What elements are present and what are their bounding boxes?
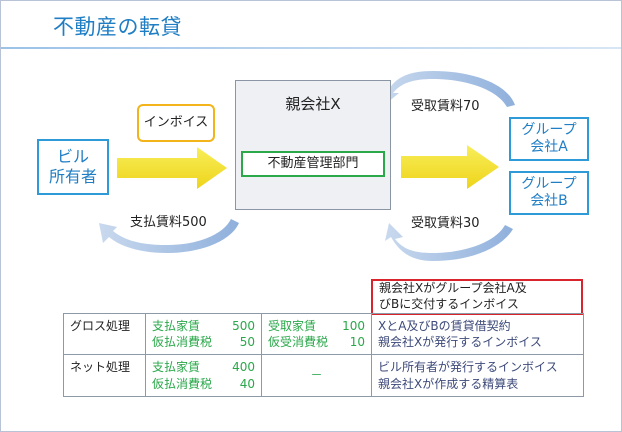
table-row: ネット処理 支払家賃 400 仮払消費税 40 － ビル所有者が発行するインボイ… [63,354,584,397]
arrow-parent-to-groups [401,145,499,189]
entry: 支払家賃 400 [152,359,255,375]
group-a-label-line1: グループ [521,121,577,138]
document-line: ビル所有者が発行するインボイス [378,360,558,375]
entry: 仮受消費税 10 [268,334,365,350]
entry-item: 支払家賃 [152,360,201,375]
building-owner-node: ビル 所有者 [37,139,109,195]
invoice-tag: インボイス [137,104,215,142]
document-line: 親会社Xが作成する精算表 [378,376,519,391]
entry-amount: 100 [342,319,365,333]
entry-item: 仮払消費税 [152,335,213,350]
table-row: グロス処理 支払家賃 500 仮払消費税 50 受取家賃 100 仮受消費税 [63,312,584,356]
page-title: 不動産の転貸 [53,15,182,39]
invoice-note-line1: 親会社Xがグループ会社A及 [379,281,527,296]
entry-amount: 40 [239,376,255,391]
row-label: グロス処理 [63,312,146,356]
invoice-note: 親会社Xがグループ会社A及 びBに交付するインボイス [371,279,583,315]
document-line: 親会社Xが発行するインボイス [378,335,542,350]
curved-arrow-rent-out [99,219,239,253]
document-line: XとA及びBの賃貸借契約 [378,319,511,333]
owner-label-line1: ビル [56,147,89,166]
supporting-documents: XとA及びBの賃貸借契約 親会社Xが発行するインボイス [371,312,584,356]
parent-company-label: 親会社X [285,95,341,113]
entry: 支払家賃 500 [152,318,255,334]
title-divider [1,47,621,49]
supporting-documents: ビル所有者が発行するインボイス 親会社Xが作成する精算表 [371,354,584,397]
entry-amount: 50 [239,335,255,350]
parent-company-node [235,80,391,210]
entry: 受取家賃 100 [268,318,365,334]
payment-entries: 支払家賃 500 仮払消費税 50 [145,312,262,356]
group-a-label-line2: 会社A [530,139,568,155]
entry-item: 受取家賃 [268,319,317,333]
accounting-table: グロス処理 支払家賃 500 仮払消費税 50 受取家賃 100 仮受消費税 [63,312,584,397]
group-company-b-node: グループ 会社B [509,171,589,215]
entry-item: 仮受消費税 [268,335,329,350]
entry-item: 支払家賃 [152,319,201,333]
curved-arrow-rent-in-b [385,223,513,261]
label-rent-in-a: 受取賃料70 [411,99,480,114]
group-b-label-line1: グループ [521,175,577,192]
property-management-dept: 不動産管理部門 [241,151,385,177]
invoice-note-line2: びBに交付するインボイス [379,297,519,311]
entry-amount: 10 [349,335,365,350]
entry-item: 仮払消費税 [152,376,213,391]
receipt-entries-empty: － [261,354,372,397]
receipt-entries: 受取家賃 100 仮受消費税 10 [261,312,372,356]
group-b-label-line2: 会社B [530,193,568,209]
curved-arrow-rent-in-a [381,71,515,107]
label-rent-out: 支払賃料500 [130,215,207,230]
entry: 仮払消費税 50 [152,334,255,350]
owner-label-line2: 所有者 [48,167,97,186]
entry-amount: 400 [232,360,255,375]
label-rent-in-b: 受取賃料30 [411,216,480,231]
entry-amount: 500 [232,319,255,333]
arrow-owner-to-parent [117,147,227,189]
group-company-a-node: グループ 会社A [509,117,589,161]
payment-entries: 支払家賃 400 仮払消費税 40 [145,354,262,397]
entry: 仮払消費税 40 [152,376,255,392]
row-label: ネット処理 [63,354,146,397]
